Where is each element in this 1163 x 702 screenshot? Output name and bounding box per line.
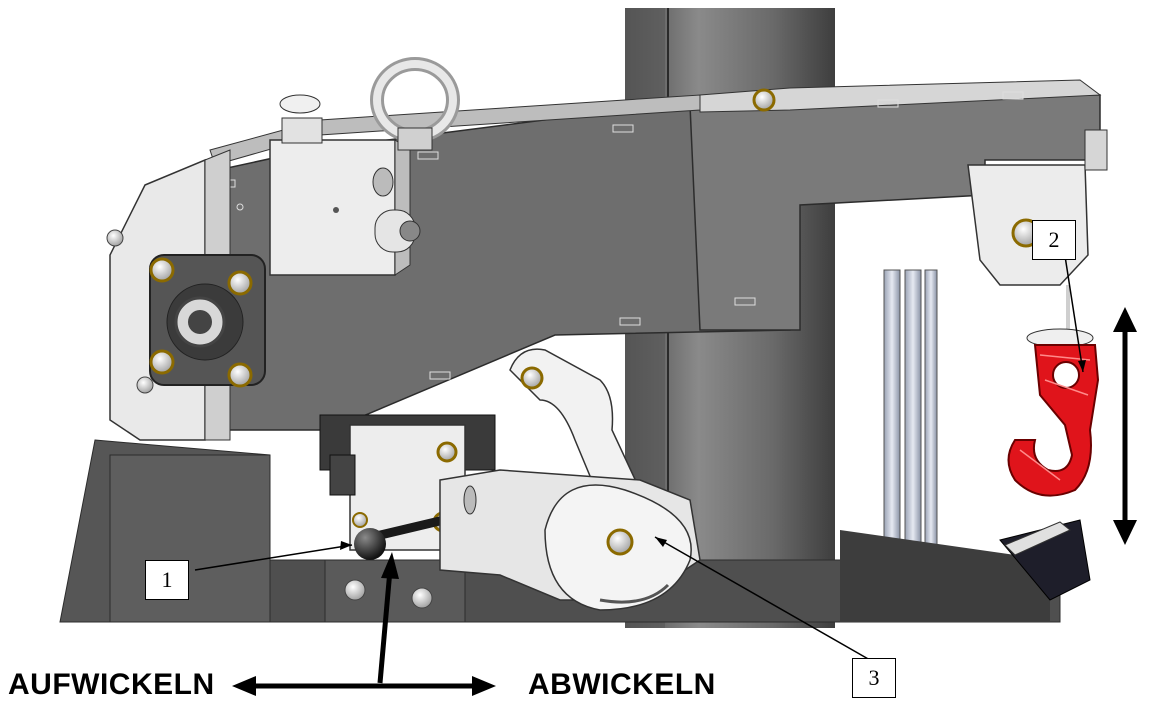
callout-2-label: 2 bbox=[1048, 227, 1060, 252]
callout-1-label: 1 bbox=[161, 567, 173, 592]
unwind-label: ABWICKELN bbox=[528, 668, 716, 701]
valve-block bbox=[269, 94, 421, 276]
callout-2: 2 bbox=[1032, 220, 1076, 260]
callout-3: 3 bbox=[852, 658, 896, 698]
callout-3-label: 3 bbox=[868, 665, 880, 690]
leader-lines bbox=[194, 242, 1086, 661]
drum-guard bbox=[344, 469, 701, 611]
flange-bearing bbox=[106, 229, 266, 394]
linear-rails bbox=[883, 269, 938, 576]
wind-up-label: AUFWICKELN bbox=[8, 668, 215, 701]
callout-1: 1 bbox=[145, 560, 189, 600]
hook-travel-arrow bbox=[1113, 307, 1137, 545]
lever-direction-arrows bbox=[232, 552, 496, 696]
eye-bolt bbox=[370, 57, 776, 151]
linkage-arm bbox=[509, 348, 642, 501]
crane-hook bbox=[1007, 328, 1100, 497]
